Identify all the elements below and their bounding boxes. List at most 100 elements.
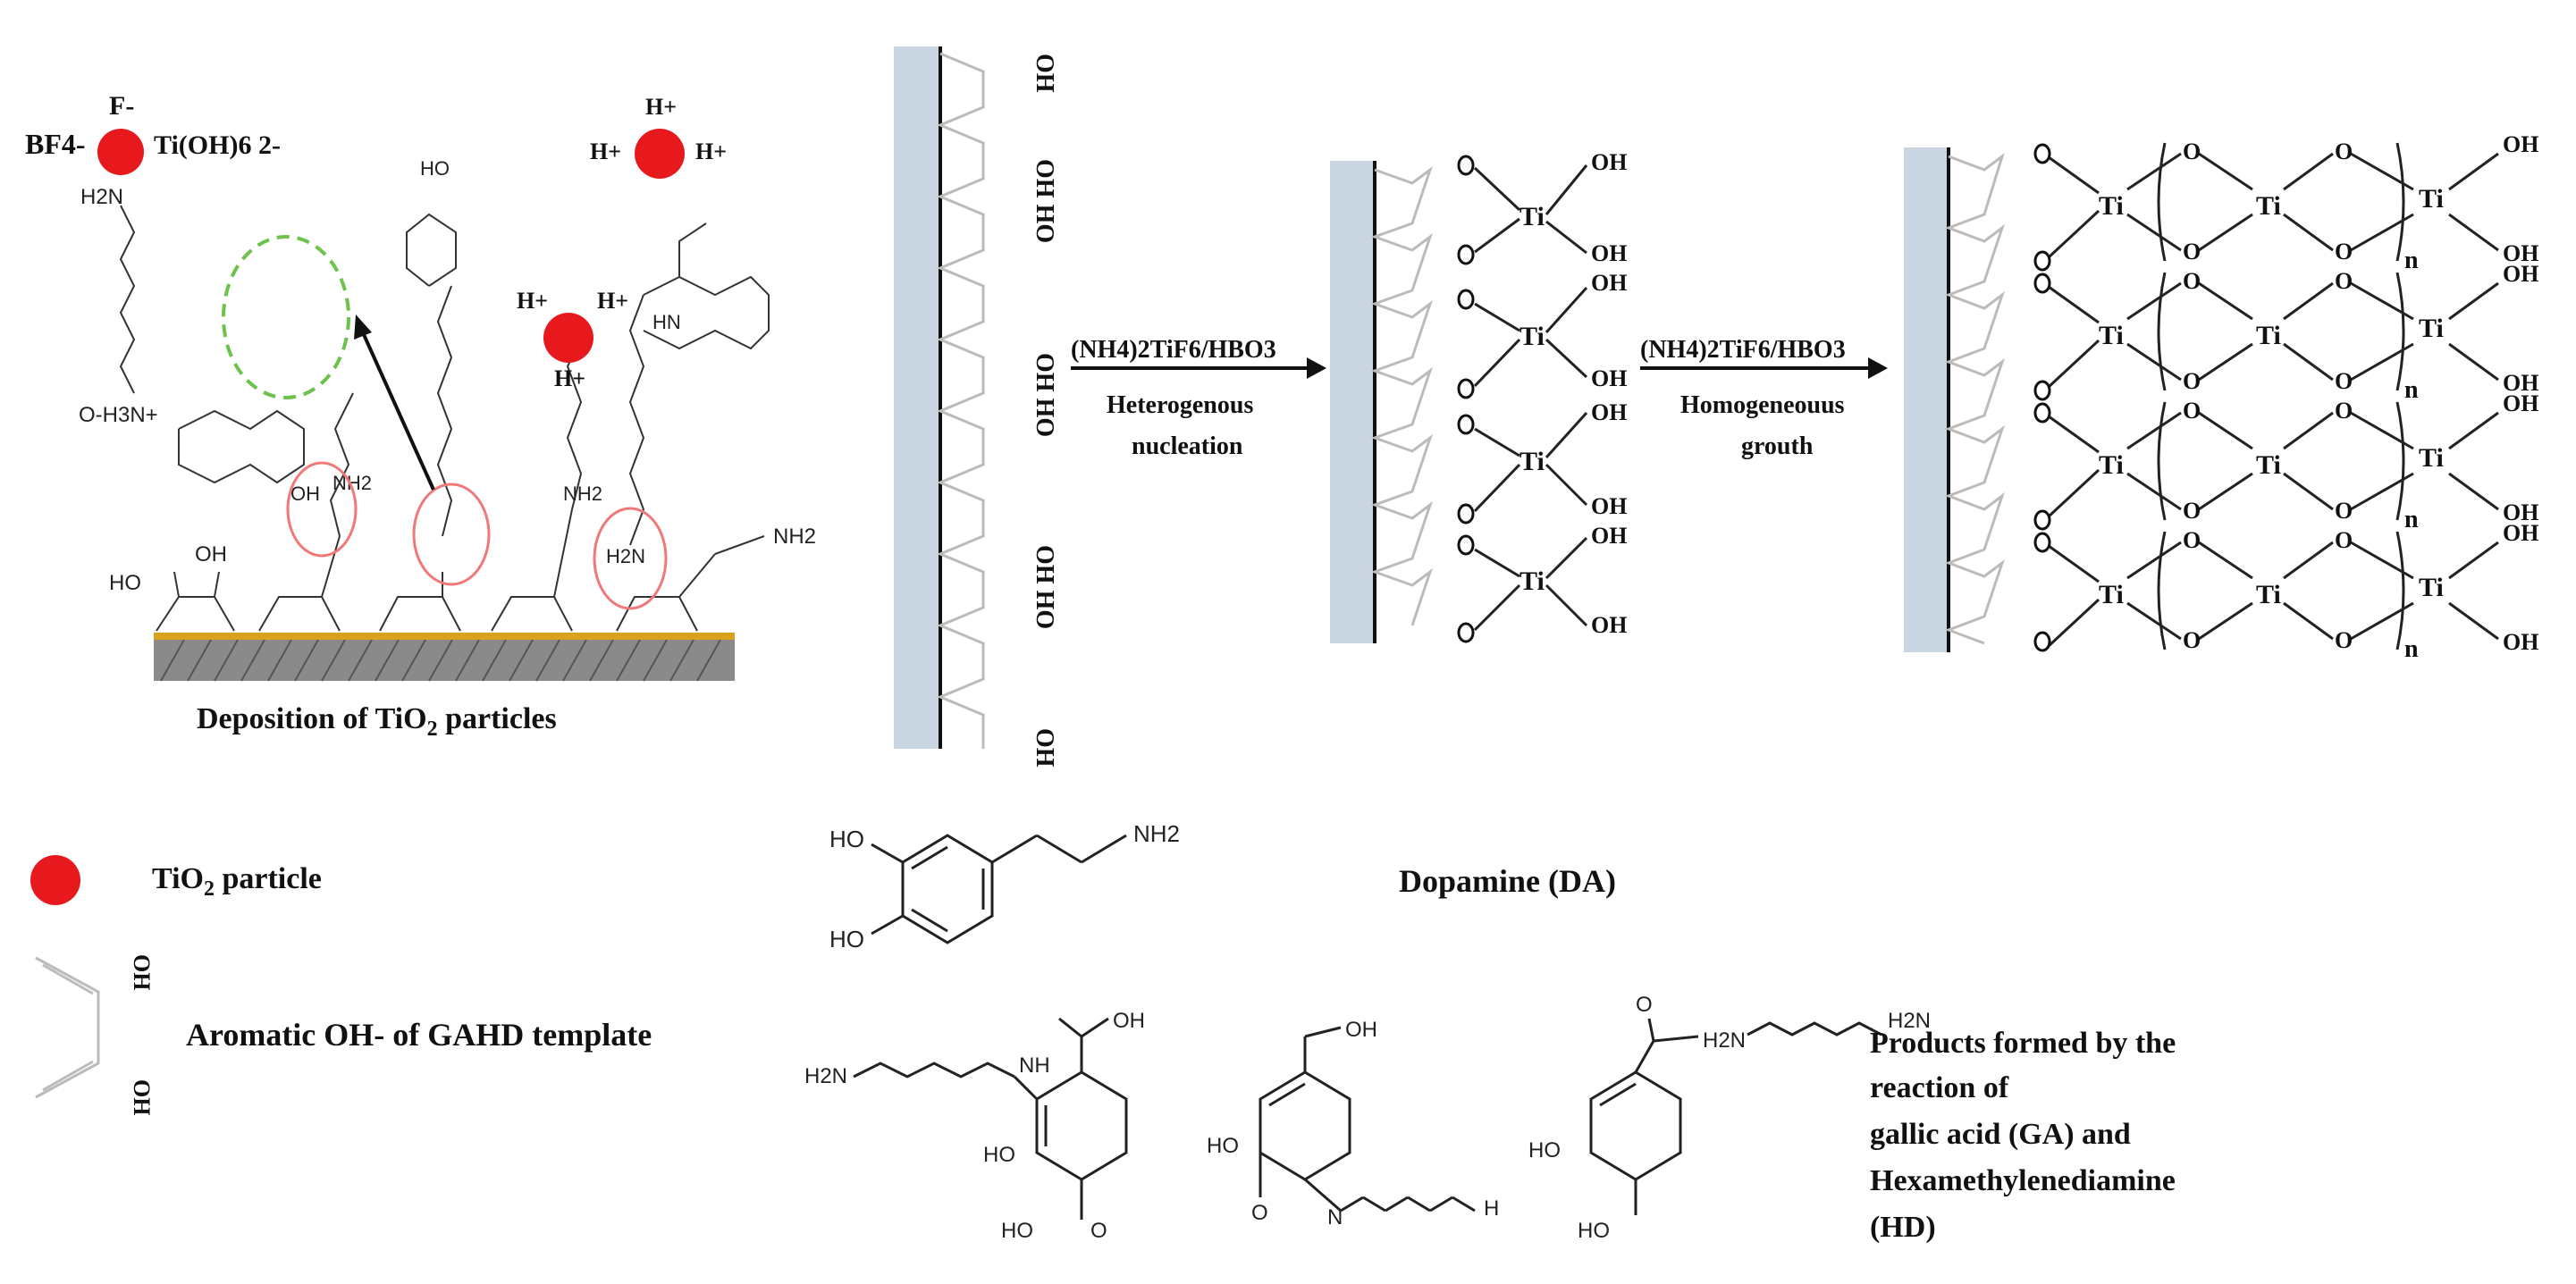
ti-label: Ti xyxy=(2419,573,2444,602)
product3-o: O xyxy=(1636,993,1653,1017)
product3-h2n: H2N xyxy=(1703,1028,1746,1053)
ti-oh-label: OH xyxy=(2503,370,2538,396)
ti-oh-label: OH xyxy=(2503,240,2538,266)
ti-label: Ti xyxy=(2419,443,2444,473)
template-zigzag-2 xyxy=(1370,165,1433,626)
products-line-2: reaction of xyxy=(1870,1071,2009,1104)
o-label: O xyxy=(2183,498,2201,524)
ti-label: Ti xyxy=(2256,191,2281,221)
o-label: O xyxy=(2335,527,2353,553)
product2-o: O xyxy=(1251,1201,1268,1225)
surface-oh-bottom: OH xyxy=(1031,728,1058,768)
highlight-arrowhead xyxy=(354,315,372,340)
deposition-caption: Deposition of TiO2 particles xyxy=(197,702,557,741)
ti-oh-label: OH xyxy=(1591,270,1627,296)
reagent-label-1: (NH4)2TiF6/HBO3 xyxy=(1071,336,1276,364)
template-zigzag-1 xyxy=(937,52,985,749)
ti-oh-label: OH xyxy=(1591,365,1627,391)
tio2-particle xyxy=(635,129,685,179)
legend: TiO2 particle OH OH Aromatic OH- of GAHD… xyxy=(30,855,652,1115)
products-line-3: gallic acid (GA) and xyxy=(1870,1118,2131,1151)
group-h2n-top: H2N xyxy=(80,185,123,209)
substrate-hatching xyxy=(160,639,721,682)
ti-oh-label: OH xyxy=(2503,131,2538,157)
ti-label: Ti xyxy=(1520,566,1545,596)
product2-oh: OH xyxy=(1345,1018,1377,1042)
surface-ho-1: HO xyxy=(109,571,141,595)
product-structure-1: H2N NH OH HO HO O xyxy=(804,1009,1145,1243)
ti-label: Ti xyxy=(2419,314,2444,343)
product3-ho-2: HO xyxy=(1578,1219,1610,1243)
ion-h-right: H+ xyxy=(695,138,727,164)
group-oh-ring: OH xyxy=(290,483,320,505)
o-label: O xyxy=(2335,627,2353,653)
legend-particle-label: TiO2 particle xyxy=(152,862,322,901)
template-rings xyxy=(156,508,765,632)
group-oh3n: O-H3N+ xyxy=(79,403,158,427)
o-label: O xyxy=(2183,627,2201,653)
tio2-particle xyxy=(97,129,144,175)
legend-oh-top: OH xyxy=(129,954,155,990)
ti-label: Ti xyxy=(2256,450,2281,480)
o-label: O xyxy=(2183,368,2201,394)
products-line-5: (HD) xyxy=(1870,1211,1936,1244)
group-nh2-chain: NH2 xyxy=(563,483,602,505)
group-hn: HN xyxy=(652,311,681,333)
ti-label: Ti xyxy=(2256,321,2281,350)
ti-label: Ti xyxy=(1520,322,1545,351)
ion-h-left: H+ xyxy=(590,138,621,164)
ti-label: Ti xyxy=(2099,580,2124,609)
highlight-arrow xyxy=(360,330,435,491)
ti-oh-label: OH xyxy=(2503,499,2538,525)
group-ho: HO xyxy=(420,157,450,180)
network-row: Ti Ti Ti O O O O n OH OH xyxy=(2047,131,2538,274)
arrow-homogeneous-growth: (NH4)2TiF6/HBO3 Homogeneouus grouth xyxy=(1640,336,1888,460)
substrate-plate-1 xyxy=(894,46,940,749)
n-label: n xyxy=(2404,506,2419,533)
ti-oh-label: OH xyxy=(2503,629,2538,655)
substrate-plate-3 xyxy=(1904,147,1949,652)
panel-deposition: HO OH NH2 H2N O-H3N+ OH NH2 HO H2N NH2 H… xyxy=(25,91,816,741)
product2-n: N xyxy=(1327,1205,1343,1229)
product1-oh: OH xyxy=(1113,1009,1145,1033)
product2-h: H xyxy=(1484,1196,1499,1221)
ti-label: Ti xyxy=(2256,580,2281,609)
product-structure-2: HO OH O N H xyxy=(1207,1018,1499,1229)
product-structure-3: HO HO O H2N H2N xyxy=(1528,993,1931,1243)
ion-tioh6: Ti(OH)6 2- xyxy=(154,130,281,160)
product3-ho-1: HO xyxy=(1528,1138,1561,1162)
o-label: O xyxy=(2335,239,2353,264)
dopamine-ho-2: HO xyxy=(829,926,864,953)
ti-oh-label: OH xyxy=(1591,240,1627,266)
product1-h2n: H2N xyxy=(804,1064,847,1088)
products-label: Products formed by the reaction of galli… xyxy=(1870,1027,2176,1244)
step1-label-line1: Heterogenous xyxy=(1107,391,1253,419)
oxygen-marks-nucleation xyxy=(1457,155,1475,643)
tio2-particle xyxy=(543,313,593,363)
ti-oh-label: OH xyxy=(2503,390,2538,416)
o-label: O xyxy=(2335,398,2353,424)
network-row: Ti Ti Ti O O O O n OH OH xyxy=(2047,390,2538,533)
surface-oh-top: OH xyxy=(1031,54,1058,93)
products-line-4: Hexamethylenediamine xyxy=(1870,1164,2176,1197)
ti-bonds-nucleation xyxy=(1473,164,1588,632)
legend-particle-swatch xyxy=(30,855,80,905)
product1-ho-1: HO xyxy=(983,1143,1015,1167)
o-label: O xyxy=(2183,138,2201,164)
step2-label-line2: grouth xyxy=(1741,432,1814,460)
ion-h-2-bottom: H+ xyxy=(554,365,585,391)
substrate-plate-2 xyxy=(1330,161,1375,643)
surface-ohoh-2: OH HO xyxy=(1031,353,1058,437)
dopamine-label: Dopamine (DA) xyxy=(1399,863,1616,899)
surface-ohoh-1: OH HO xyxy=(1031,159,1058,243)
ti-label: Ti xyxy=(2099,321,2124,350)
surface-ohoh-3: OH HO xyxy=(1031,545,1058,629)
reagent-label-2: (NH4)2TiF6/HBO3 xyxy=(1640,336,1846,364)
ti-oh-label: OH xyxy=(1591,612,1627,638)
dopamine-structure: HO HO NH2 xyxy=(829,820,1180,953)
ti-oh-label: OH xyxy=(1591,493,1627,519)
oxygen-marks-growth xyxy=(2033,143,2051,652)
o-label: O xyxy=(2183,527,2201,553)
o-label: O xyxy=(2335,498,2353,524)
